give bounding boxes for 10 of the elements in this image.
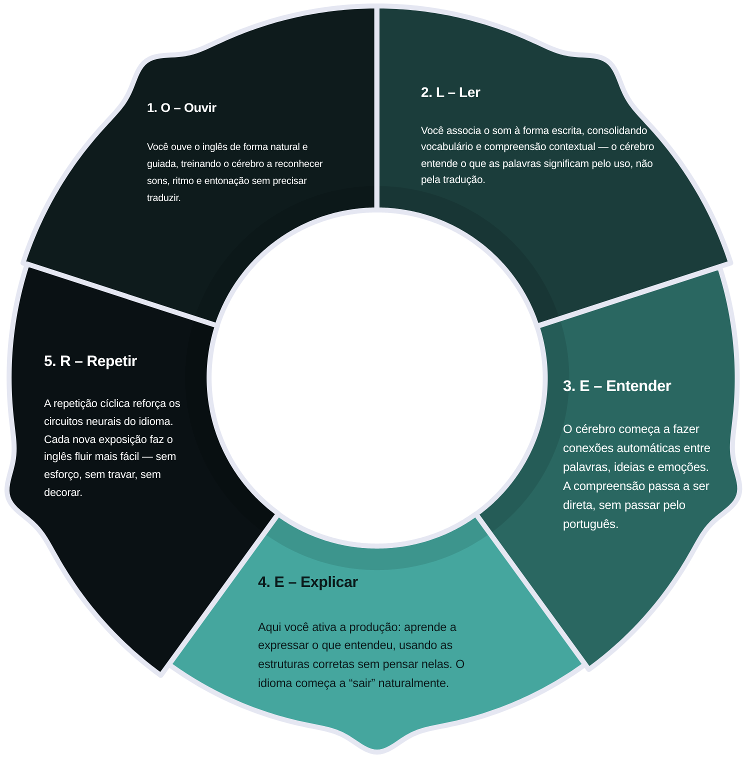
segment-title: 5. R – Repetir: [44, 352, 138, 372]
segment-description: Você associa o som à forma escrita, consolidando vocabulário e compreensão contextual — o cérebro entende o que as palavras significam pelo uso, não pela tradução.: [421, 124, 656, 188]
segment-title: 4. E – Explicar: [258, 573, 358, 592]
segment-description: O cérebro começa a fazer conexões automáticas entre palavras, ideias e emoções. A compreensão passa a ser direta, sem passar pelo português.: [562, 421, 712, 534]
segment-title: 1. O – Ouvir: [146, 100, 216, 116]
segment-description: Aqui você ativa a produção: aprende a expressar o que entendeu, usando as estruturas corretas sem pensar nelas. O idioma começa a “sair” naturalmente.: [258, 618, 466, 692]
segment-title: 2. L – Ler: [421, 83, 480, 101]
segment-title: 3. E – Entender: [562, 377, 672, 396]
segment-description: A repetição cíclica reforça os circuitos neurais do idioma. Cada nova exposição faz o inglês fluir mais fácil — sem esforço, sem travar, sem decorar.: [44, 397, 182, 501]
segment-description: Você ouve o inglês de forma natural e guiada, treinando o cérebro a reconhecer sons, ritmo e entonação sem precisar traduzir.: [146, 140, 324, 206]
